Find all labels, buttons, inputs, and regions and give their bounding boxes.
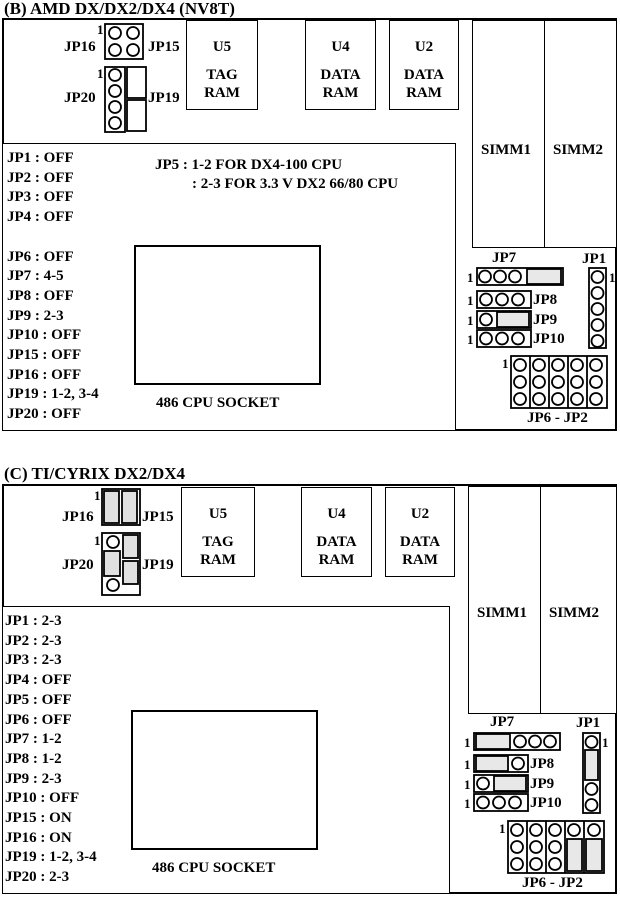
- pin1-marker: 1: [467, 270, 474, 285]
- simm-slot-2: SIMM2: [540, 486, 617, 714]
- cpu-socket: [131, 710, 318, 850]
- jumper-jp10: [473, 793, 529, 812]
- jumper-jp6-jp2: [507, 820, 605, 874]
- jumper-label-jp8: JP8: [530, 756, 555, 772]
- pin1-marker: 1: [499, 821, 506, 836]
- jumper-label-jp9: JP9: [533, 312, 558, 328]
- jumper-jp1: [582, 732, 601, 814]
- jumper-jp19: [126, 66, 147, 99]
- jumper-label-jp1: JP1: [576, 715, 601, 731]
- jumper-jp7: [473, 732, 561, 751]
- jumper-graphics: [104, 23, 608, 409]
- jumper-jp16-jp15: [101, 488, 141, 526]
- pin1-marker: 1: [609, 270, 616, 285]
- jumper-label-jp16: JP16: [62, 509, 94, 525]
- pin1-marker: 1: [464, 735, 471, 750]
- pin1-marker: 1: [467, 313, 474, 328]
- jumper-label-jp19: JP19: [148, 90, 180, 106]
- pin1-marker: 1: [94, 533, 101, 548]
- jumper-label-jp19: JP19: [142, 557, 174, 573]
- jumper-label-jp10: JP10: [533, 331, 565, 347]
- jp5-note-line1: JP5 : 1-2 FOR DX4-100 CPU: [155, 157, 343, 173]
- pin1-marker: 1: [602, 735, 609, 750]
- chip-u2: U2 DATA RAM: [385, 487, 455, 577]
- jumper-jp9: [473, 774, 529, 793]
- pin1-marker: 1: [94, 488, 101, 503]
- simm-slot-2: SIMM2: [544, 20, 617, 248]
- jumper-jp1: [588, 267, 607, 349]
- jumper-label-jp10: JP10: [530, 795, 562, 811]
- jumper-label-jp9: JP9: [530, 776, 555, 792]
- jumper-jp8: [473, 754, 529, 773]
- jumper-settings-list: JP1 : 2-3 JP2 : 2-3 JP3 : 2-3 JP4 : OFF …: [5, 613, 97, 886]
- jumper-jp19: [122, 534, 139, 559]
- section-title: (C) TI/CYRIX DX2/DX4: [4, 464, 186, 483]
- jumper-jp20: [104, 66, 126, 133]
- jumper-label-jp7: JP7: [492, 250, 517, 266]
- chip-u2: U2 DATA RAM: [389, 20, 459, 110]
- jp5-note-line2: : 2-3 FOR 3.3 V DX2 66/80 CPU: [192, 176, 399, 192]
- chip-u4: U4 DATA RAM: [301, 487, 372, 577]
- pin1-marker: 1: [464, 777, 471, 792]
- pin1-marker: 1: [467, 332, 474, 347]
- jumper-jp16-jp15: [104, 23, 144, 60]
- jumper-jp7: [476, 267, 564, 286]
- jumper-label-jp6-jp2: JP6 - JP2: [522, 875, 583, 891]
- jumper-settings-list: JP1 : OFF JP2 : OFF JP3 : OFF JP4 : OFF …: [7, 150, 99, 423]
- simm-slot-1: SIMM1: [468, 486, 541, 714]
- jumper-label-jp7: JP7: [490, 714, 515, 730]
- jumper-label-jp15: JP15: [142, 509, 174, 525]
- pin1-marker: 1: [464, 757, 471, 772]
- jumper-jp20: [101, 532, 141, 596]
- jumper-label-jp16: JP16: [64, 39, 96, 55]
- jumper-jp8: [476, 290, 532, 309]
- jumper-label-jp1: JP1: [582, 251, 607, 267]
- jumper-label-jp6-jp2: JP6 - JP2: [527, 410, 588, 426]
- section-title: (B) AMD DX/DX2/DX4 (NV8T): [4, 0, 235, 18]
- chip-u5: U5 TAG RAM: [181, 487, 255, 577]
- cpu-socket-label: 486 CPU SOCKET: [152, 860, 276, 876]
- jumper-jp9: [476, 310, 532, 329]
- jumper-label-jp8: JP8: [533, 292, 558, 308]
- jumper-jp6-jp2: [510, 355, 608, 409]
- simm-slot-1: SIMM1: [472, 20, 545, 248]
- jumper-label-jp15: JP15: [148, 39, 180, 55]
- pin1-marker: 1: [97, 22, 104, 37]
- pin1-marker: 1: [502, 356, 509, 371]
- pin1-marker: 1: [467, 293, 474, 308]
- chip-u4: U4 DATA RAM: [305, 20, 376, 110]
- chip-u5: U5 TAG RAM: [186, 20, 258, 110]
- pin1-marker: 1: [464, 796, 471, 811]
- pin1-marker: 1: [97, 66, 104, 81]
- jumper-jp10: [476, 329, 532, 348]
- jumper-label-jp20: JP20: [62, 557, 94, 573]
- jumper-label-jp20: JP20: [64, 90, 96, 106]
- cpu-socket-label: 486 CPU SOCKET: [156, 395, 280, 411]
- cpu-socket: [134, 245, 321, 385]
